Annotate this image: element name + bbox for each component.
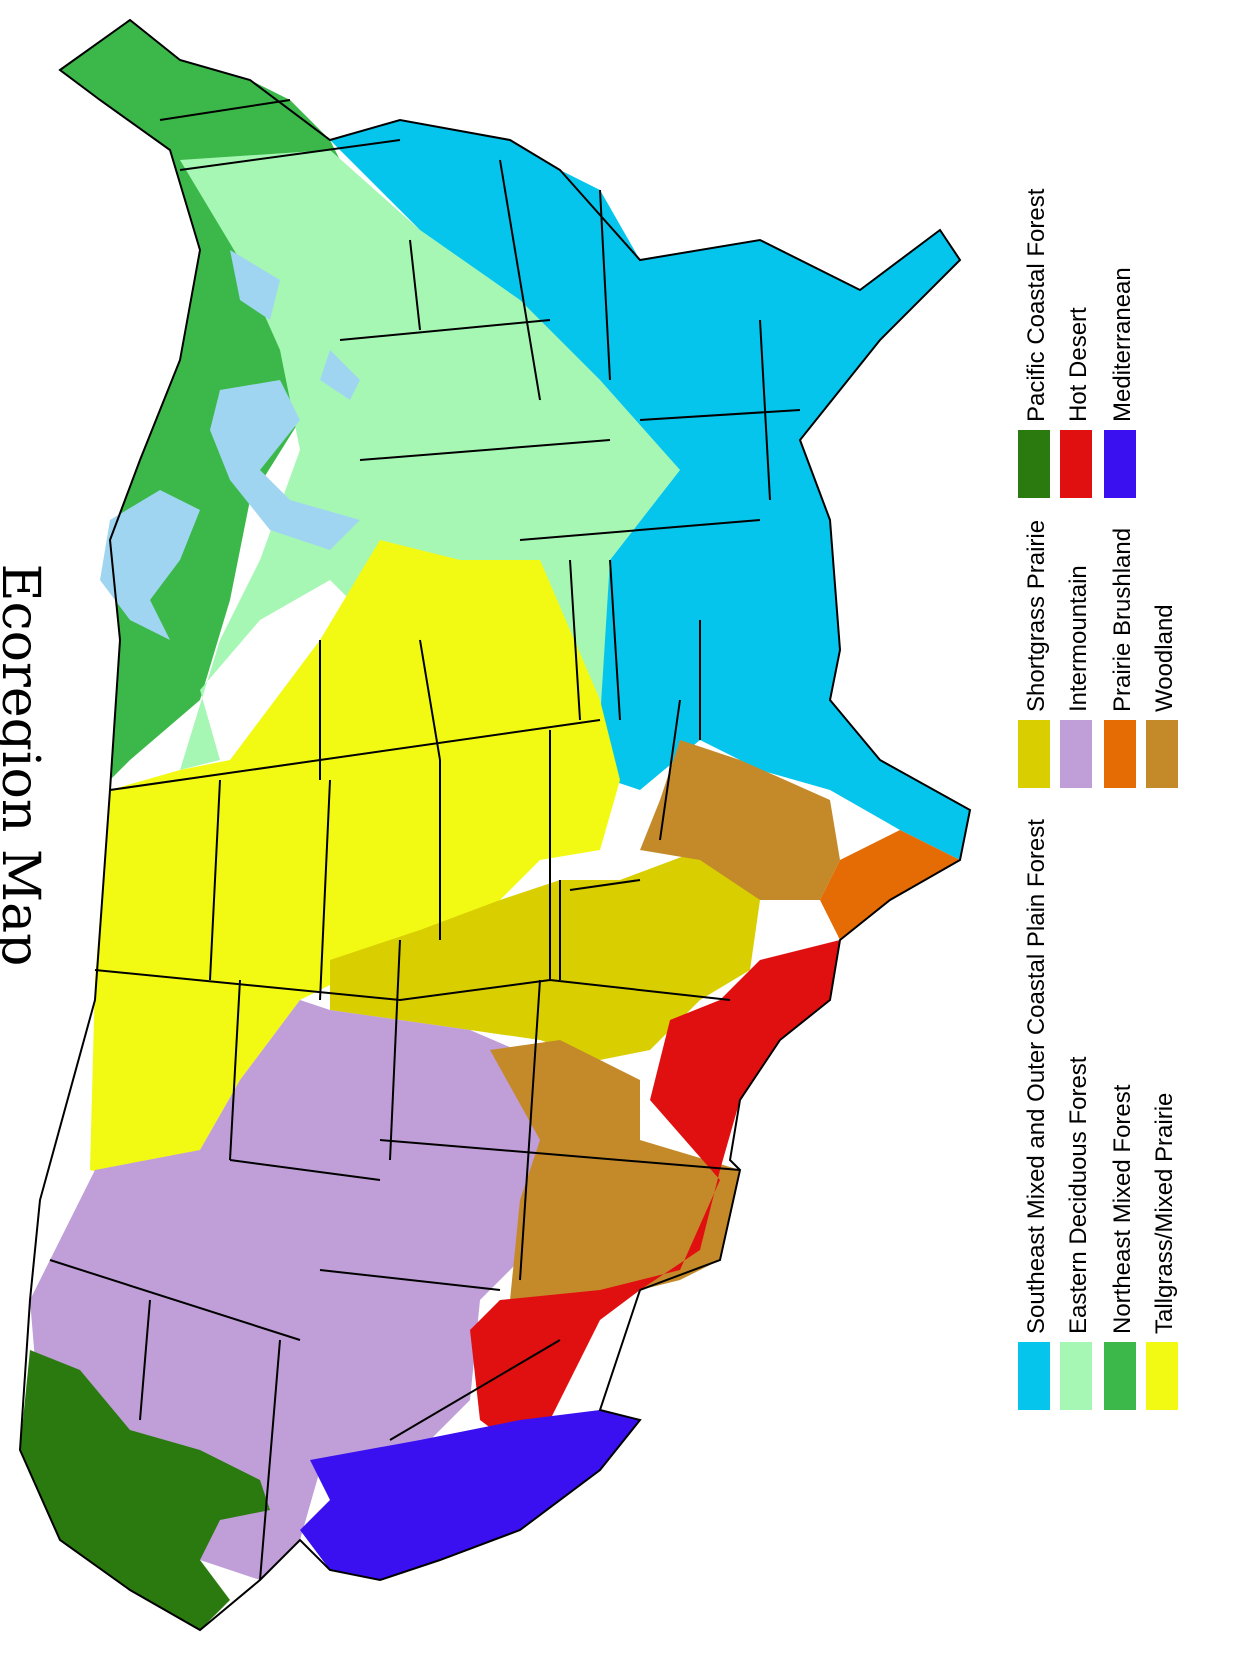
state-borders [18,18,972,1632]
region-shortgrass-prairie [330,850,760,1060]
legend-swatch-woodland [1146,720,1178,788]
legend-label-tallgrass-prairie: Tallgrass/Mixed Prairie [1151,1093,1178,1334]
ecoregion-map [18,18,972,1632]
region-pacific-coastal-forest [20,1350,270,1630]
region-prairie-brushland [820,830,960,940]
legend-label-intermountain: Intermountain [1065,565,1092,712]
legend-label-shortgrass-prairie: Shortgrass Prairie [1023,520,1050,712]
legend-swatch-pacific-coastal-forest [1018,430,1050,498]
legend-label-southeast-forest: Southeast Mixed and Outer Coastal Plain … [1023,819,1050,1334]
legend-swatch-northeast-mixed-forest [1104,1342,1136,1410]
region-intermountain [30,1000,560,1580]
legend-column-1: Pacific Coastal Forest Hot Desert Medite… [1018,188,1136,498]
legend-label-eastern-deciduous-forest: Eastern Deciduous Forest [1065,1056,1092,1334]
legend-swatch-prairie-brushland [1104,720,1136,788]
legend-label-woodland: Woodland [1151,604,1178,712]
legend-label-prairie-brushland: Prairie Brushland [1109,528,1136,712]
legend-swatch-intermountain [1060,720,1092,788]
legend-column-3: Southeast Mixed and Outer Coastal Plain … [1018,819,1178,1410]
legend-column-2: Shortgrass Prairie Intermountain Prairie… [1018,520,1178,788]
region-tallgrass-prairie [90,540,620,1180]
region-woodland [490,740,840,1300]
legend-swatch-shortgrass-prairie [1018,720,1050,788]
legend-swatch-eastern-deciduous-forest [1060,1342,1092,1410]
legend-label-pacific-coastal-forest: Pacific Coastal Forest [1023,188,1050,422]
legend-label-northeast-mixed-forest: Northeast Mixed Forest [1109,1084,1136,1334]
legend-swatch-tallgrass-prairie [1146,1342,1178,1410]
legend-label-hot-desert: Hot Desert [1065,307,1092,422]
legend-swatch-mediterranean [1104,430,1136,498]
legend-swatch-southeast-forest [1018,1342,1050,1410]
region-hot-desert [470,940,840,1450]
region-mediterranean [300,1410,640,1580]
legend-label-mediterranean: Mediterranean [1109,267,1136,422]
legend-swatch-hot-desert [1060,430,1092,498]
great-lakes [100,250,360,640]
region-southeast-forest [330,120,970,860]
